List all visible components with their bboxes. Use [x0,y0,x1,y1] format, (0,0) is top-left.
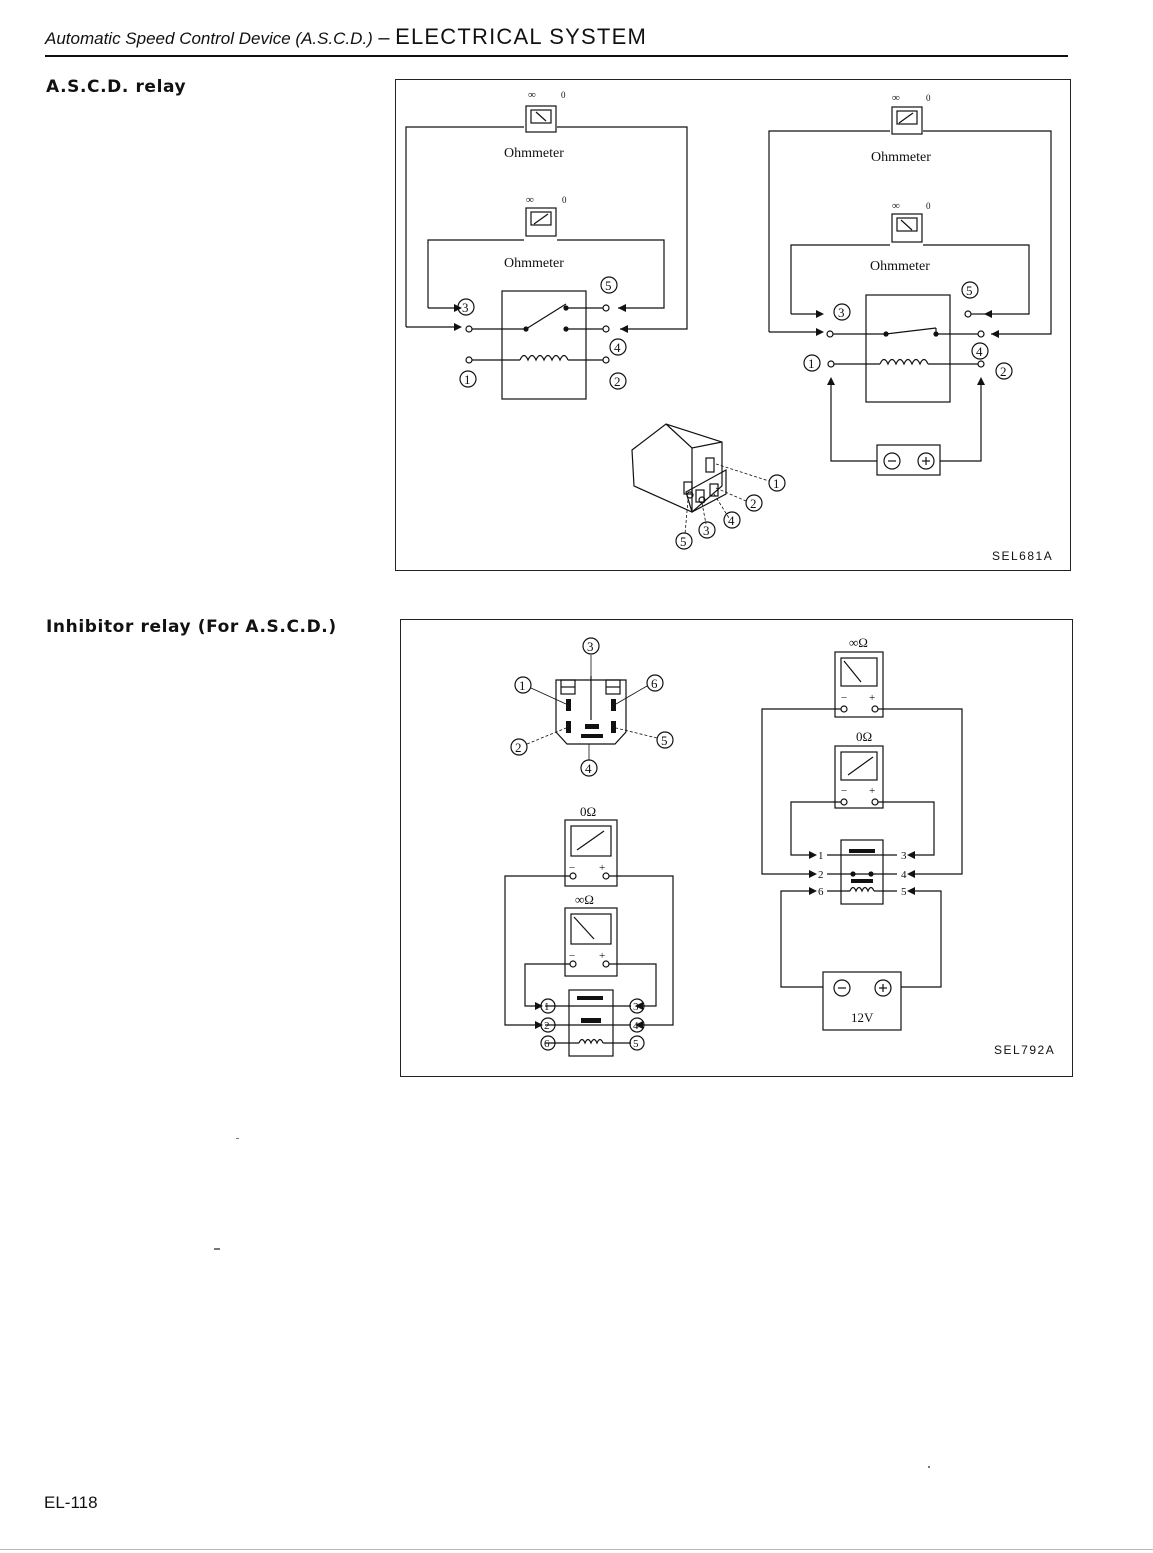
terminal-1: 1 [808,356,815,371]
right-test-meters: ∞Ω − + 0Ω − + [834,635,884,809]
scale-infinity: ∞ [528,89,536,101]
terminal-5: 5 [680,534,687,549]
page-number: EL-118 [44,1493,98,1512]
terminal-4: 4 [728,513,735,528]
terminal-4: 4 [614,340,621,355]
zero-ohm-label: 0Ω [856,729,872,744]
ohmmeter-label: Ohmmeter [871,150,931,165]
terminal-2: 2 [544,1020,550,1032]
relay-part-drawing: 1 2 4 3 5 [631,423,786,550]
ohmmeter-label: Ohmmeter [504,256,564,271]
terminal-4: 4 [633,1020,639,1032]
meter-minus: − [841,692,847,704]
scan-speck [236,1138,239,1139]
terminal-2: 2 [1000,364,1007,379]
left-test-relay: 1 2 6 3 4 5 [504,875,674,1057]
terminal-5: 5 [966,283,973,298]
terminal-5: 5 [901,886,907,898]
right-inner-circuit [790,244,1030,318]
terminal-4: 4 [585,761,592,776]
left-outer-ohmmeter: ∞ 0 Ohmmeter [504,89,566,161]
battery-voltage: 12V [851,1010,874,1025]
terminal-1: 1 [464,372,471,387]
terminal-6: 6 [818,886,824,898]
figure-code: SEL681A [992,549,1053,563]
scale-zero: 0 [926,93,931,103]
scale-zero: 0 [562,195,567,205]
section-title-inhibitor-relay: Inhibitor relay (For A.S.C.D.) [46,617,337,637]
meter-plus: + [599,862,605,874]
meter-plus: + [599,950,605,962]
terminal-2: 2 [515,740,522,755]
ohmmeter-label: Ohmmeter [870,259,930,274]
terminal-1: 1 [773,476,780,491]
terminal-1: 1 [818,850,824,862]
infinity-ohm-label: ∞Ω [575,892,594,907]
left-test-meters: 0Ω − + ∞Ω − + [564,804,618,977]
left-relay-schematic: 3 5 4 1 2 [457,276,627,400]
header-system: ELECTRICAL SYSTEM [395,24,647,49]
scale-zero: 0 [561,90,566,100]
terminal-3: 3 [901,850,907,862]
terminal-3: 3 [462,300,469,315]
meter-minus: − [569,862,575,874]
header-subsystem: Automatic Speed Control Device (A.S.C.D.… [45,29,373,48]
meter-plus: + [869,785,875,797]
terminal-4: 4 [976,344,983,359]
terminal-5: 5 [633,1038,639,1050]
scale-zero: 0 [926,201,931,211]
terminal-3: 3 [633,1001,639,1013]
scan-speck [928,1466,930,1468]
left-outer-circuit [405,126,688,333]
scale-infinity: ∞ [892,92,900,104]
figure-ascd-relay: ∞ 0 Ohmmeter ∞ 0 Ohmmeter 3 [395,79,1071,571]
right-relay-schematic: 3 5 4 1 2 [803,281,1013,476]
header-rule [45,55,1068,57]
meter-plus: + [869,692,875,704]
inhibitor-relay-diagram: 3 1 6 2 5 4 0Ω − + ∞Ω − + [504,635,1055,1057]
section-title-ascd-relay: A.S.C.D. relay [46,77,187,97]
scale-infinity: ∞ [526,194,534,206]
terminal-6: 6 [544,1038,550,1050]
page-header: Automatic Speed Control Device (A.S.C.D.… [45,24,647,50]
figure-code: SEL792A [994,1043,1055,1057]
relay-connector-view: 3 1 6 2 5 4 [510,637,674,777]
left-inner-ohmmeter: ∞ 0 Ohmmeter [504,194,567,271]
right-outer-ohmmeter: ∞ 0 Ohmmeter [871,92,931,165]
terminal-3: 3 [838,305,845,320]
meter-minus: − [569,950,575,962]
terminal-3: 3 [587,639,594,654]
terminal-2: 2 [750,496,757,511]
right-outer-circuit [768,130,1052,338]
terminal-1: 1 [519,678,526,693]
left-inner-circuit [427,239,665,312]
ohmmeter-label: Ohmmeter [504,146,564,161]
right-inner-ohmmeter: ∞ 0 Ohmmeter [870,200,931,274]
scan-speck [214,1248,220,1250]
scan-bottom-edge [0,1549,1153,1550]
figure-inhibitor-relay: 3 1 6 2 5 4 0Ω − + ∞Ω − + [400,619,1073,1077]
zero-ohm-label: 0Ω [580,804,596,819]
infinity-ohm-label: ∞Ω [849,635,868,650]
terminal-2: 2 [614,374,621,389]
terminal-2: 2 [818,869,824,881]
terminal-3: 3 [703,523,710,538]
terminal-1: 1 [544,1001,550,1013]
terminal-5: 5 [605,278,612,293]
terminal-5: 5 [661,733,668,748]
terminal-4: 4 [901,869,907,881]
right-test-relay: 1 2 6 3 4 5 12V [761,708,963,1031]
header-dash: – [372,27,396,49]
terminal-6: 6 [651,676,658,691]
ascd-relay-diagram: ∞ 0 Ohmmeter ∞ 0 Ohmmeter 3 [405,89,1053,563]
scale-infinity: ∞ [892,200,900,212]
meter-minus: − [841,785,847,797]
